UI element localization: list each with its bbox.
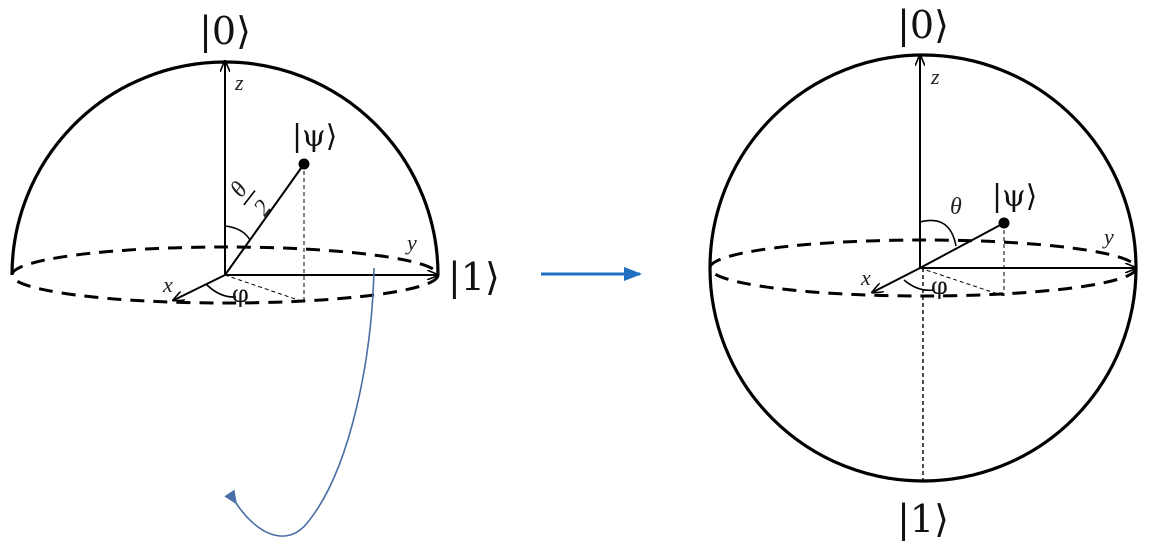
left-phi-arc [205,283,237,298]
left-psi-vector [224,163,305,276]
left-top-ket: |0⟩ [199,9,251,53]
left-theta-arc [224,225,251,241]
left-psi-ket: |ψ⟩ [292,119,337,154]
right-psi-vector [919,222,1005,269]
left-theta-fraction-bar [243,190,256,206]
right-sphere-diagram: |0⟩ |1⟩ |ψ⟩ z y x θ φ [708,3,1138,541]
right-x-axis [873,267,921,292]
right-phi-projection [919,267,1005,297]
right-x-label: x [860,265,871,290]
left-y-label: y [405,230,417,255]
right-z-label: z [930,64,940,89]
left-x-axis [174,274,226,300]
curved-pointer-arrow [224,267,375,537]
left-phi-label: φ [232,280,249,308]
left-right-ket: |1⟩ [448,255,500,299]
left-hemisphere-diagram: |0⟩ |1⟩ |ψ⟩ z y x θ 2 φ [10,9,500,537]
right-theta-arc [919,219,957,247]
right-y-label: y [1102,224,1114,249]
left-z-label: z [234,70,244,95]
right-psi-ket: |ψ⟩ [992,179,1037,214]
right-top-ket: |0⟩ [897,3,949,47]
right-theta-label: θ [950,194,962,220]
right-phi-arc [903,279,935,292]
left-x-label: x [162,272,173,297]
right-bottom-ket: |1⟩ [897,497,949,541]
left-theta-half-label: θ 2 [225,177,276,221]
right-phi-label: φ [931,272,948,300]
